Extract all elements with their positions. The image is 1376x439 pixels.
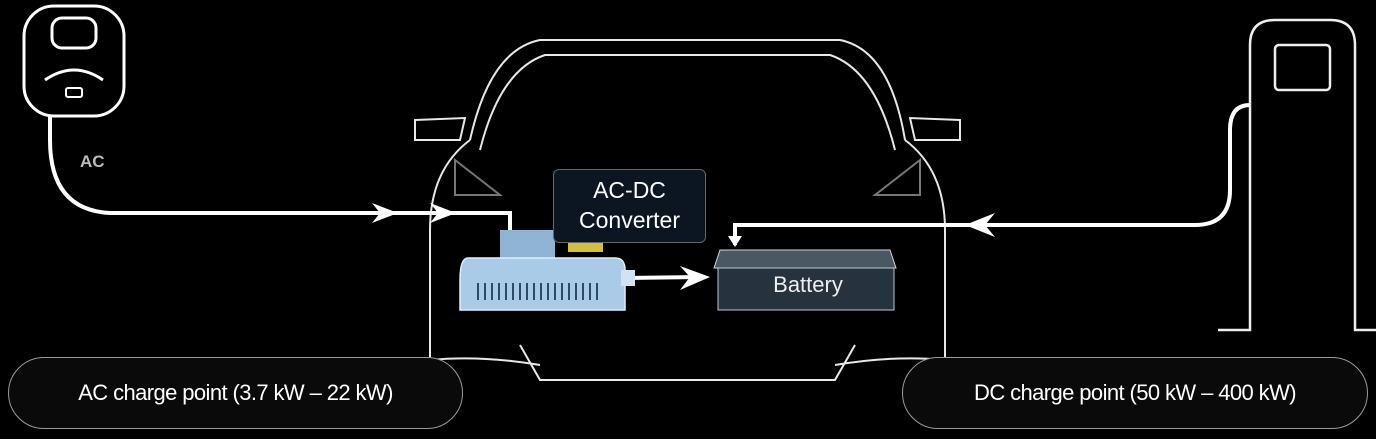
- ac-label: AC: [80, 152, 105, 171]
- converter-label-line1: AC-DC: [593, 177, 666, 203]
- battery-label: Battery: [773, 272, 843, 297]
- dc-charge-point-label: DC charge point (50 kW – 400 kW): [902, 357, 1368, 429]
- converter-icon: [459, 230, 635, 311]
- ac-charge-point-label: AC charge point (3.7 kW – 22 kW): [8, 357, 463, 429]
- converter-label: AC-DC Converter: [553, 169, 706, 243]
- dc-charger-icon: [733, 18, 1376, 332]
- converter-label-line2: Converter: [579, 207, 680, 233]
- battery-icon: [713, 249, 897, 311]
- ac-wallbox-icon: [22, 4, 512, 230]
